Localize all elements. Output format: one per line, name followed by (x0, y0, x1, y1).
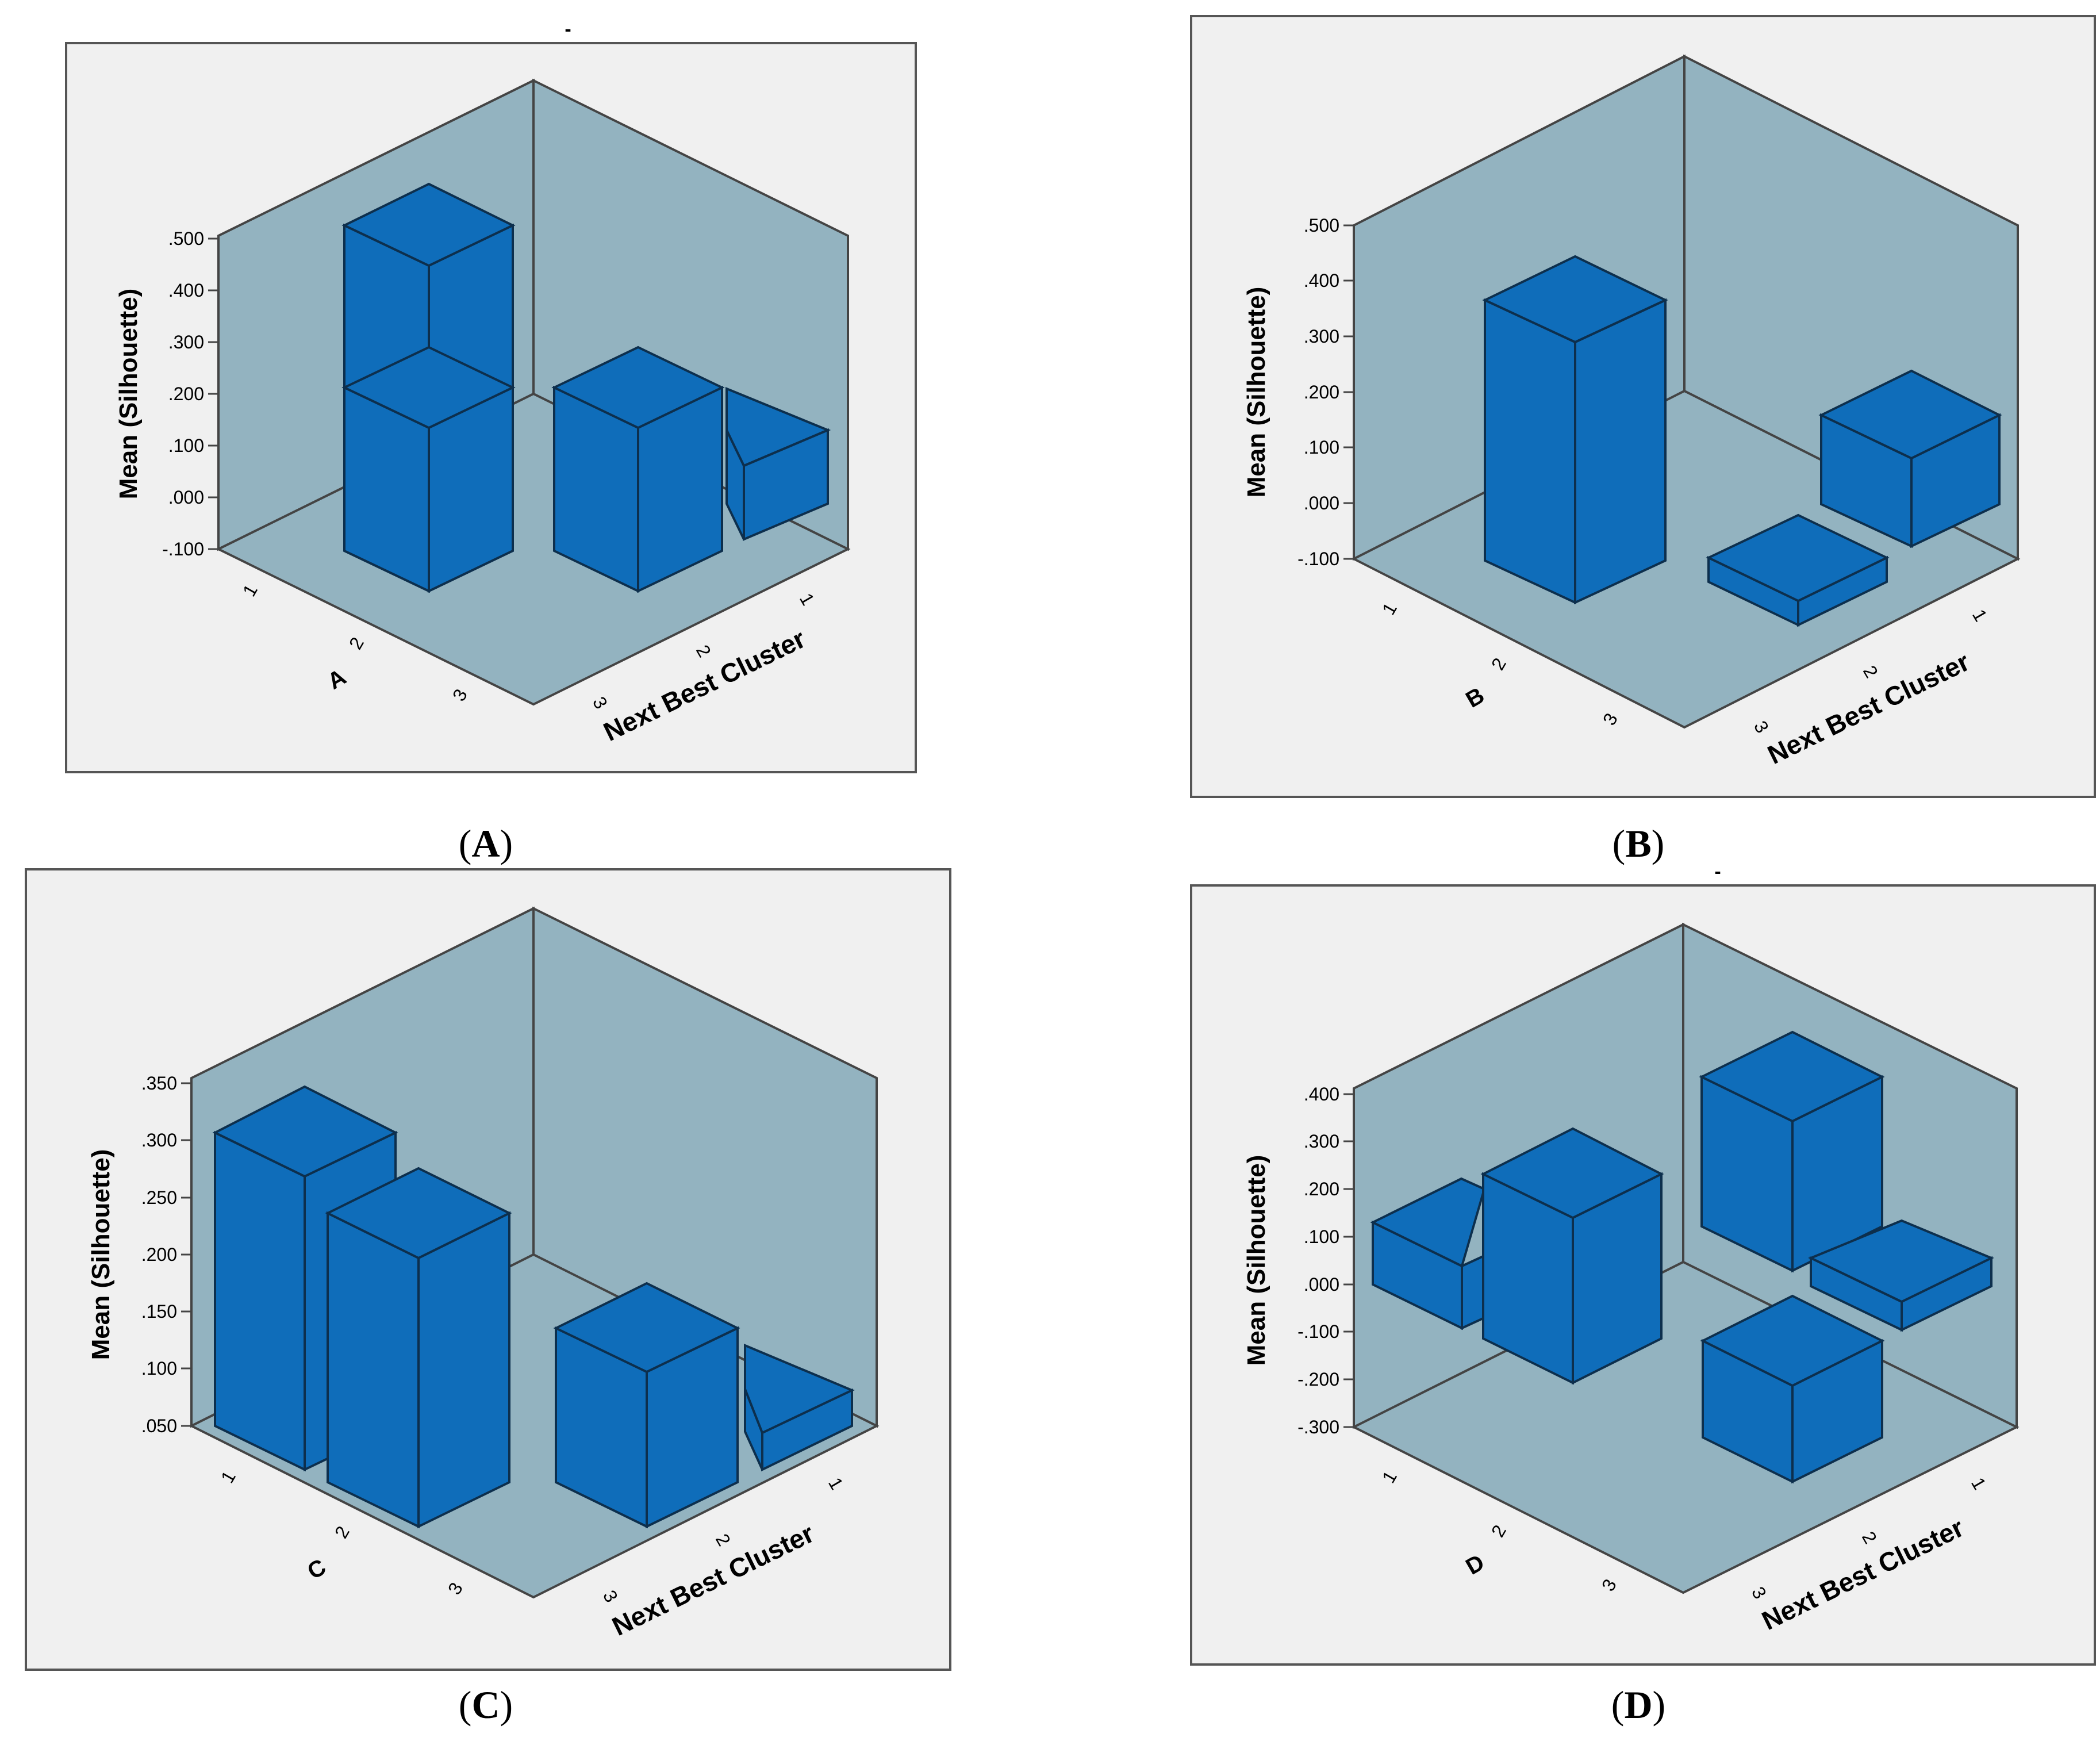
panel-a-y-ticks: .500 .400 .300 .200 .100 .000 -.100 (162, 228, 218, 559)
panel-c: .350 .300 .250 .200 .150 .100 .050 Mean … (25, 868, 951, 1671)
panel-d-top-mark: - (1714, 861, 1721, 883)
panel-c-y-ticks: .350 .300 .250 .200 .150 .100 .050 (141, 1073, 191, 1436)
panel-b-caption: (B) (1613, 822, 1665, 865)
bar (325, 1167, 512, 1529)
ytick-label: .200 (1304, 382, 1339, 402)
ytick-label: .350 (141, 1073, 177, 1094)
caption-letter: A (471, 822, 500, 865)
ytick-label: .100 (141, 1358, 177, 1379)
caption-letter: D (1624, 1683, 1652, 1727)
ytick-label: -.100 (162, 539, 204, 559)
panel-c-ylabel: Mean (Silhouette) (87, 1149, 115, 1360)
ytick-label: .150 (141, 1301, 177, 1322)
panel-b-ylabel: Mean (Silhouette) (1242, 287, 1270, 498)
bar (1699, 1030, 1885, 1273)
ytick-label: .000 (168, 487, 204, 508)
ytick-label: -.100 (1297, 1321, 1339, 1342)
ytick-label: .200 (1304, 1179, 1339, 1199)
ytick-label: .250 (141, 1187, 177, 1208)
panel-d-y-ticks: .400 .300 .200 .100 .000 -.100 -.200 -.3… (1297, 1084, 1354, 1437)
ytick-label: .300 (1304, 1131, 1339, 1152)
ytick-label: .100 (168, 435, 204, 456)
ytick-label: .100 (1304, 1226, 1339, 1247)
bar (744, 1343, 855, 1472)
ytick-label: -.100 (1297, 549, 1339, 569)
panel-a-ylabel: Mean (Silhouette) (114, 289, 143, 500)
ytick-label: .500 (1304, 215, 1339, 236)
caption-letter: B (1625, 822, 1651, 865)
ytick-label: .500 (168, 228, 204, 249)
ytick-label: .400 (1304, 1084, 1339, 1104)
bar (1700, 1294, 1885, 1484)
ytick-label: -.200 (1297, 1369, 1339, 1390)
ytick-label: .050 (141, 1416, 177, 1436)
bar (725, 387, 831, 542)
caption-letter: C (471, 1683, 500, 1727)
ytick-label: .200 (168, 383, 204, 404)
ytick-label: .400 (168, 280, 204, 301)
panel-b: .500 .400 .300 .200 .100 .000 -.100 Mean… (1190, 15, 2096, 798)
bar (551, 346, 725, 593)
ytick-label: .300 (141, 1130, 177, 1150)
panel-c-caption: (C) (459, 1683, 513, 1727)
bar (553, 1282, 740, 1529)
panel-a-bars (341, 182, 831, 593)
ytick-label: .400 (1304, 270, 1339, 291)
bar (1818, 369, 2002, 549)
panel-c-bars (212, 1085, 855, 1529)
panel-a-caption: (A) (459, 822, 513, 865)
panel-d-ylabel: Mean (Silhouette) (1242, 1155, 1270, 1366)
panel-b-bars (1482, 255, 2002, 627)
ytick-label: -.300 (1297, 1417, 1339, 1437)
bar (1482, 255, 1668, 605)
panel-a: - .500 .400 .300 .200 .100 .000 -.100 Me… (65, 18, 917, 773)
panel-d-bars (1370, 1030, 1994, 1484)
bar (1808, 1219, 1994, 1332)
ytick-label: .000 (1304, 1274, 1339, 1295)
ytick-label: .200 (141, 1244, 177, 1265)
bar (1706, 513, 1890, 627)
ytick-label: .000 (1304, 493, 1339, 513)
bar (341, 346, 516, 593)
bar (1480, 1127, 1664, 1385)
panel-d: - .400 .300 .200 .100 .000 -.100 -.200 -… (1190, 861, 2096, 1666)
panel-a-top-mark: - (565, 18, 571, 40)
panel-d-caption: (D) (1611, 1683, 1665, 1727)
ytick-label: .300 (1304, 326, 1339, 347)
panel-b-y-ticks: .500 .400 .300 .200 .100 .000 -.100 (1297, 215, 1354, 569)
ytick-label: .100 (1304, 437, 1339, 458)
ytick-label: .300 (168, 332, 204, 352)
bar (1370, 1177, 1486, 1330)
